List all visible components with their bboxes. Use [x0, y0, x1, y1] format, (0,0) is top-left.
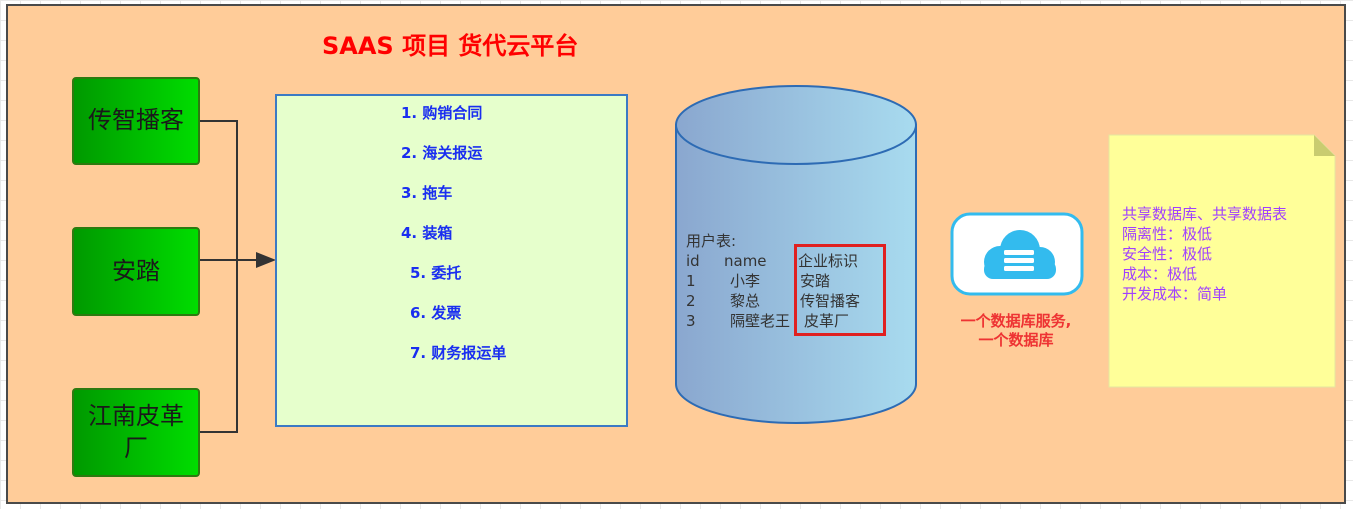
- module-item: 4. 装箱: [401, 224, 453, 242]
- tenant-label: 江南皮革厂: [88, 402, 184, 462]
- cloud-caption-line: 一个数据库: [978, 331, 1054, 349]
- column-header-tenant-id: 企业标识: [798, 252, 859, 270]
- cloud-database-icon: [950, 212, 1084, 296]
- cloud-caption-line: 一个数据库服务,: [960, 312, 1072, 330]
- module-list-box: [275, 94, 628, 427]
- module-item: 2. 海关报运: [401, 144, 483, 162]
- cell-id: 1: [686, 272, 696, 290]
- module-item: 3. 拖车: [401, 184, 453, 202]
- summary-note: [1108, 134, 1336, 388]
- cell-name: 小李: [730, 272, 761, 290]
- tenant-box-chuanzhi: 传智播客: [72, 77, 200, 165]
- column-header-id: id: [686, 252, 700, 270]
- note-line: 隔离性：极低: [1122, 225, 1213, 243]
- tenant-box-anta: 安踏: [72, 227, 200, 316]
- cell-name: 黎总: [730, 292, 761, 310]
- table-row: 2 黎总 传智播客: [686, 291, 896, 311]
- column-header-name: name: [724, 252, 767, 270]
- note-line: 安全性：极低: [1122, 245, 1213, 263]
- module-item: 5. 委托: [410, 264, 462, 282]
- table-row: 3 隔壁老王 皮革厂: [686, 311, 896, 331]
- cell-id: 2: [686, 292, 696, 310]
- diagram-title: SAAS 项目 货代云平台: [322, 32, 579, 60]
- cell-tenant-id: 皮革厂: [804, 312, 850, 330]
- summary-note-text: 共享数据库、共享数据表 隔离性：极低 安全性：极低 成本：极低 开发成本：简单: [1122, 204, 1287, 304]
- tenant-id-highlight: [794, 244, 886, 336]
- tenant-label: 安踏: [112, 256, 160, 285]
- tenant-box-jiangnan: 江南皮革厂: [72, 388, 200, 477]
- cell-tenant-id: 传智播客: [800, 292, 861, 310]
- module-item: 1. 购销合同: [401, 104, 483, 122]
- module-item: 6. 发票: [410, 304, 462, 322]
- cell-tenant-id: 安踏: [800, 272, 831, 290]
- user-table-title: 用户表:: [686, 232, 737, 250]
- note-line: 共享数据库、共享数据表: [1122, 205, 1288, 223]
- cloud-service-caption: 一个数据库服务, 一个数据库: [940, 312, 1092, 350]
- note-line: 成本：极低: [1122, 265, 1198, 283]
- module-item: 7. 财务报运单: [410, 344, 507, 362]
- cell-id: 3: [686, 312, 696, 330]
- user-table: 用户表: id name 企业标识 1 小李 安踏 2 黎总 传智播客 3 隔壁…: [686, 231, 896, 331]
- table-row: 1 小李 安踏: [686, 271, 896, 291]
- user-table-header: id name 企业标识: [686, 251, 896, 271]
- note-line: 开发成本：简单: [1122, 285, 1228, 303]
- cell-name: 隔壁老王: [730, 312, 791, 330]
- tenant-label: 传智播客: [88, 106, 184, 135]
